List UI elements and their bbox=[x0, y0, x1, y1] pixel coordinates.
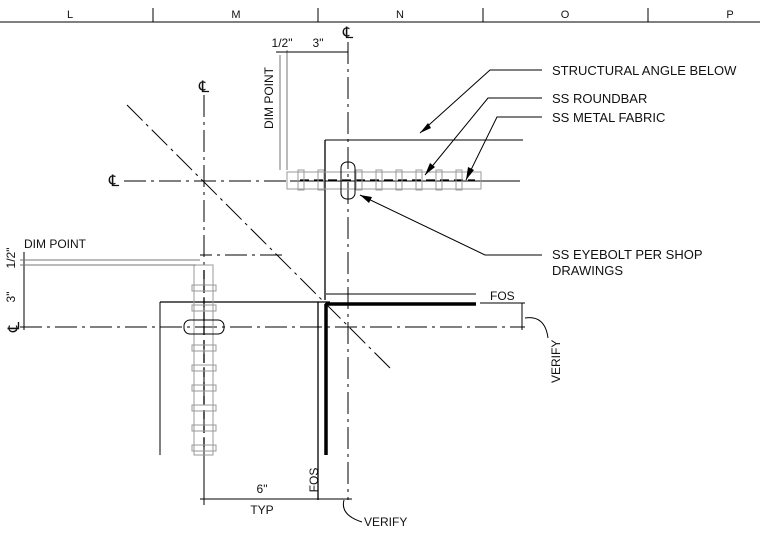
fabric-rung bbox=[395, 169, 403, 191]
fos-label-horizontal: FOS bbox=[490, 289, 515, 303]
bottom-dimensions: 6" TYP FOS VERIFY bbox=[200, 460, 407, 529]
fabric-rung bbox=[191, 304, 217, 312]
verify-leader bbox=[524, 317, 549, 339]
verify-leader bbox=[342, 499, 363, 523]
centerline-symbols: ℄ ℄ ℄ ℄ bbox=[6, 25, 354, 333]
column-ruler: L M N O P bbox=[0, 8, 760, 23]
note-eyebolt-line1: SS EYEBOLT PER SHOP bbox=[552, 247, 703, 262]
dim-point-horizontal: DIM POINT bbox=[24, 237, 87, 251]
fabric-rung bbox=[191, 344, 217, 352]
centerline-symbol: ℄ bbox=[108, 173, 120, 190]
ruler-label-l: L bbox=[67, 9, 73, 21]
fabric-rung bbox=[191, 364, 217, 372]
leader-arrow bbox=[360, 195, 372, 203]
dim-half-inch: 1/2" bbox=[272, 36, 293, 50]
fabric-rung bbox=[415, 169, 423, 191]
verify-label-right: VERIFY bbox=[549, 340, 563, 383]
fabric-rung bbox=[317, 169, 325, 191]
ruler-label-p: P bbox=[726, 9, 733, 21]
centerline-symbol: ℄ bbox=[198, 79, 210, 96]
right-callouts: FOS VERIFY bbox=[480, 289, 563, 383]
fabric-rung bbox=[355, 169, 363, 191]
dim-point-vertical: DIM POINT bbox=[262, 66, 276, 129]
fabric-rung bbox=[191, 404, 217, 412]
leader-roundbar bbox=[424, 97, 542, 176]
notes: STRUCTURAL ANGLE BELOW SS ROUNDBAR SS ME… bbox=[359, 63, 737, 278]
fabric-rung bbox=[455, 169, 463, 191]
eyebolt-upper bbox=[340, 161, 356, 200]
fabric-rung bbox=[191, 284, 217, 292]
dim-typ: TYP bbox=[250, 503, 273, 517]
leader-metal-fabric bbox=[465, 116, 542, 181]
left-dimensions: DIM POINT 1/2" 3" bbox=[4, 237, 200, 330]
fabric-rung bbox=[191, 444, 217, 452]
note-roundbar: SS ROUNDBAR bbox=[552, 91, 647, 106]
note-eyebolt-line2: DRAWINGS bbox=[552, 263, 623, 278]
dim-six-inch: 6" bbox=[257, 482, 268, 496]
eyebolt-lower bbox=[183, 319, 225, 335]
mesh-outline bbox=[286, 171, 482, 190]
leader-arrow bbox=[466, 167, 474, 180]
lower-mesh bbox=[183, 264, 225, 456]
fos-label-vertical: FOS bbox=[307, 468, 321, 493]
note-structural-angle: STRUCTURAL ANGLE BELOW bbox=[552, 63, 737, 78]
dim-three-inch: 3" bbox=[4, 292, 18, 303]
fabric-rung bbox=[191, 384, 217, 392]
upper-mesh bbox=[286, 161, 482, 200]
dim-three-inch: 3" bbox=[313, 36, 324, 50]
structural-angle bbox=[159, 139, 523, 500]
centerline-symbol: ℄ bbox=[342, 25, 354, 42]
centerline-symbol: ℄ bbox=[6, 321, 23, 333]
ruler-label-m: M bbox=[231, 9, 240, 21]
fabric-rung bbox=[375, 169, 383, 191]
note-metal-fabric: SS METAL FABRIC bbox=[552, 110, 665, 125]
ruler-label-n: N bbox=[396, 9, 404, 21]
leader-structural-angle bbox=[419, 69, 542, 134]
centerline-diagonal bbox=[126, 104, 391, 369]
fabric-rung bbox=[191, 424, 217, 432]
leader-arrow bbox=[425, 163, 435, 175]
leader-arrow bbox=[420, 123, 431, 133]
leader-eyebolt bbox=[359, 194, 542, 256]
fabric-rung bbox=[435, 169, 443, 191]
upper-dimensions: 1/2" 3" DIM POINT bbox=[262, 36, 348, 170]
fabric-rung bbox=[297, 169, 305, 191]
verify-label-bottom: VERIFY bbox=[364, 515, 407, 529]
ruler-label-o: O bbox=[561, 9, 570, 21]
dim-half-inch: 1/2" bbox=[4, 248, 18, 269]
mesh-outline bbox=[193, 264, 214, 456]
